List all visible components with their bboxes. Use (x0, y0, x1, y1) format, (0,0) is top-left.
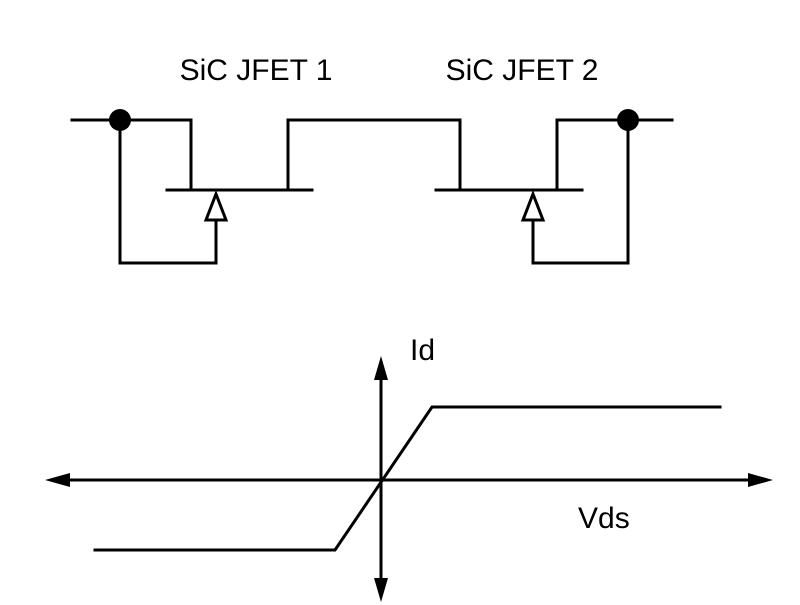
jfet1-source-wire (286, 118, 462, 192)
id-axis-down-arrow-icon (374, 578, 388, 602)
jfet1-gate-loop-wire (118, 118, 218, 265)
jfet1-drain-wire (118, 118, 193, 192)
jfet2-symbol (434, 118, 630, 265)
id-vds-curve (93, 405, 722, 552)
jfet2-label: SiC JFET 2 (446, 54, 599, 87)
vds-axis-right-arrow-icon (748, 473, 773, 487)
jfet2-gate-arrow-icon (520, 189, 546, 222)
jfet1-label: SiC JFET 1 (180, 54, 333, 87)
jfet2-gate-loop-wire (531, 118, 630, 265)
jfet2-drain-wire (555, 118, 630, 192)
id-axis-label: Id (410, 334, 435, 367)
jfet1-symbol (118, 118, 462, 265)
id-axis-up-arrow-icon (374, 356, 388, 380)
jfet1-gate-arrow-icon (203, 189, 229, 222)
vds-axis-label: Vds (578, 502, 630, 535)
vds-axis-left-arrow-icon (45, 473, 70, 487)
circuit-schematic: SiC JFET 1 SiC JFET 2 (70, 54, 674, 265)
iv-characteristic: Id Vds (45, 334, 773, 602)
